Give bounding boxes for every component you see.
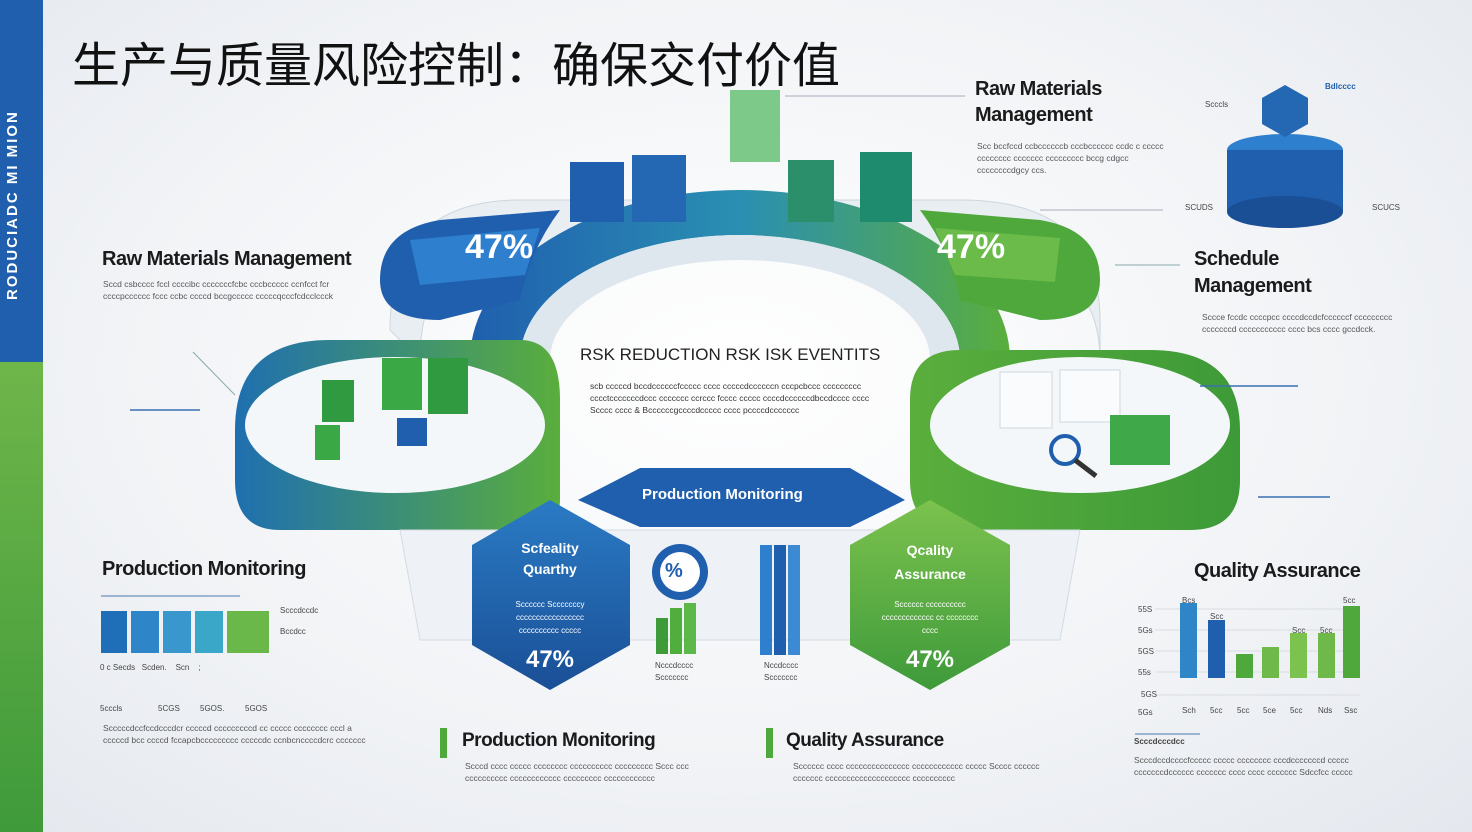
bottom-prod-heading: Production Monitoring: [462, 730, 656, 751]
qa-xlabel-6: Ssc: [1344, 706, 1358, 715]
sidebar-blue: [0, 0, 43, 362]
qa-xlabel-0: Sch: [1182, 706, 1196, 715]
sidebar-green: [0, 362, 43, 832]
right-sched-text: Sccce fccdc ccccpcc ccccdccdcfccccccf cc…: [1202, 312, 1393, 334]
prod-banner: Production Monitoring: [642, 486, 803, 503]
qa-footer-text: Scccdccdccccfccccc ccccc cccccccc cccdcc…: [1134, 755, 1353, 777]
pct-left: 47%: [465, 228, 534, 266]
page-title: 生产与质量风险控制：确保交付价值: [72, 38, 841, 94]
qa-bartop-5: 5cc: [1320, 626, 1333, 635]
hex-right-title-2: Assurance: [894, 566, 966, 582]
qa-ytick-2: 5GS: [1138, 647, 1155, 656]
bottom-qa-text: Scccccc cccc ccccccccccccccc ccccccccccc…: [793, 761, 1040, 783]
qa-xlabel-1: 5cc: [1210, 706, 1223, 715]
mid-right-label: Nccdcccc Sccccccc: [764, 661, 799, 682]
right-raw-heading-2: Management: [975, 104, 1093, 126]
right-sched-heading-1: Schedule: [1194, 248, 1279, 270]
left-axis-2: 5GOS.: [200, 704, 225, 713]
mid-left-label: Ncccdcccc Sccccccc: [655, 661, 694, 682]
hex-right-pct: 47%: [905, 646, 955, 673]
left-raw-text: Sccd csbcccc fccl ccccibc cccccccfcbc cc…: [103, 279, 334, 301]
left-row-labels: 0 c Secds Scden. Scn ;: [100, 663, 201, 672]
hex-right-text: Scccccc cccccccccc ccccccccccccc cc cccc…: [881, 600, 979, 635]
risk-text: scb cccccd bccdccccccfccccc cccc cccccdc…: [590, 381, 870, 415]
dial-label: %: [665, 560, 683, 582]
bottom-prod-text: Scccd cccc ccccc cccccccc cccccccccc ccc…: [465, 761, 689, 783]
db-label-top: Bdlcccc: [1325, 82, 1356, 91]
qa-ytick-0: 55S: [1138, 605, 1153, 614]
right-raw-text: Scc bccfccd ccbccccccb cccbcccccc ccdc c…: [977, 141, 1164, 175]
left-legend-1: Scccdccdc: [280, 606, 319, 615]
left-axis-0: 5cccls: [100, 704, 123, 713]
qa-xlabel-5: Nds: [1318, 706, 1333, 715]
qa-bartop-0: Bcs: [1182, 596, 1196, 605]
right-sched-heading-2: Management: [1194, 275, 1312, 297]
db-label-right: SCUCS: [1372, 203, 1401, 212]
pct-right: 47%: [937, 228, 1006, 266]
qa-xlabel-2: 5cc: [1237, 706, 1250, 715]
qa-ytick-5: 5Gs: [1138, 708, 1153, 717]
qa-footer-title: Scccdcccdcc: [1134, 737, 1185, 746]
qa-xlabel-3: 5ce: [1263, 706, 1276, 715]
left-prod-text: Scccccdccfccdcccdcr cccccd cccccccccd cc…: [103, 723, 366, 745]
hex-left-title-1: Scfeality: [521, 540, 579, 556]
left-legend-2: Bccdcc: [280, 627, 306, 636]
bottom-qa-heading: Quality Assurance: [786, 730, 944, 751]
db-label-left-2: SCUDS: [1185, 203, 1214, 212]
hex-left-pct: 47%: [525, 646, 575, 673]
right-raw-heading-1: Raw Materials: [975, 78, 1102, 100]
risk-heading: RSK REDUCTION RSK ISK EVENTITS: [580, 345, 881, 364]
hex-right-title-1: Qcality: [906, 542, 954, 558]
db-label-left-1: Scccls: [1205, 100, 1229, 109]
left-axis-3: 5GOS: [245, 704, 268, 713]
left-axis-1: 5CGS: [158, 704, 180, 713]
left-prod-heading: Production Monitoring: [102, 558, 306, 580]
qa-xlabel-4: 5cc: [1290, 706, 1303, 715]
qa-bartop-6: 5cc: [1343, 596, 1356, 605]
qa-ytick-4: 5GS: [1141, 690, 1158, 699]
hex-left-title-2: Quarthy: [523, 561, 577, 577]
qa-bartop-1: Scc: [1210, 612, 1224, 621]
hex-left-text: Scccccc Scccccccy ccccccccccccccccc cccc…: [515, 600, 585, 635]
qa-ytick-3: 55s: [1138, 668, 1151, 677]
qa-bartop-4: Scc: [1292, 626, 1306, 635]
right-qa-heading: Quality Assurance: [1194, 560, 1361, 582]
left-raw-heading: Raw Materials Management: [102, 248, 352, 270]
qa-ytick-1: 5Gs: [1138, 626, 1153, 635]
